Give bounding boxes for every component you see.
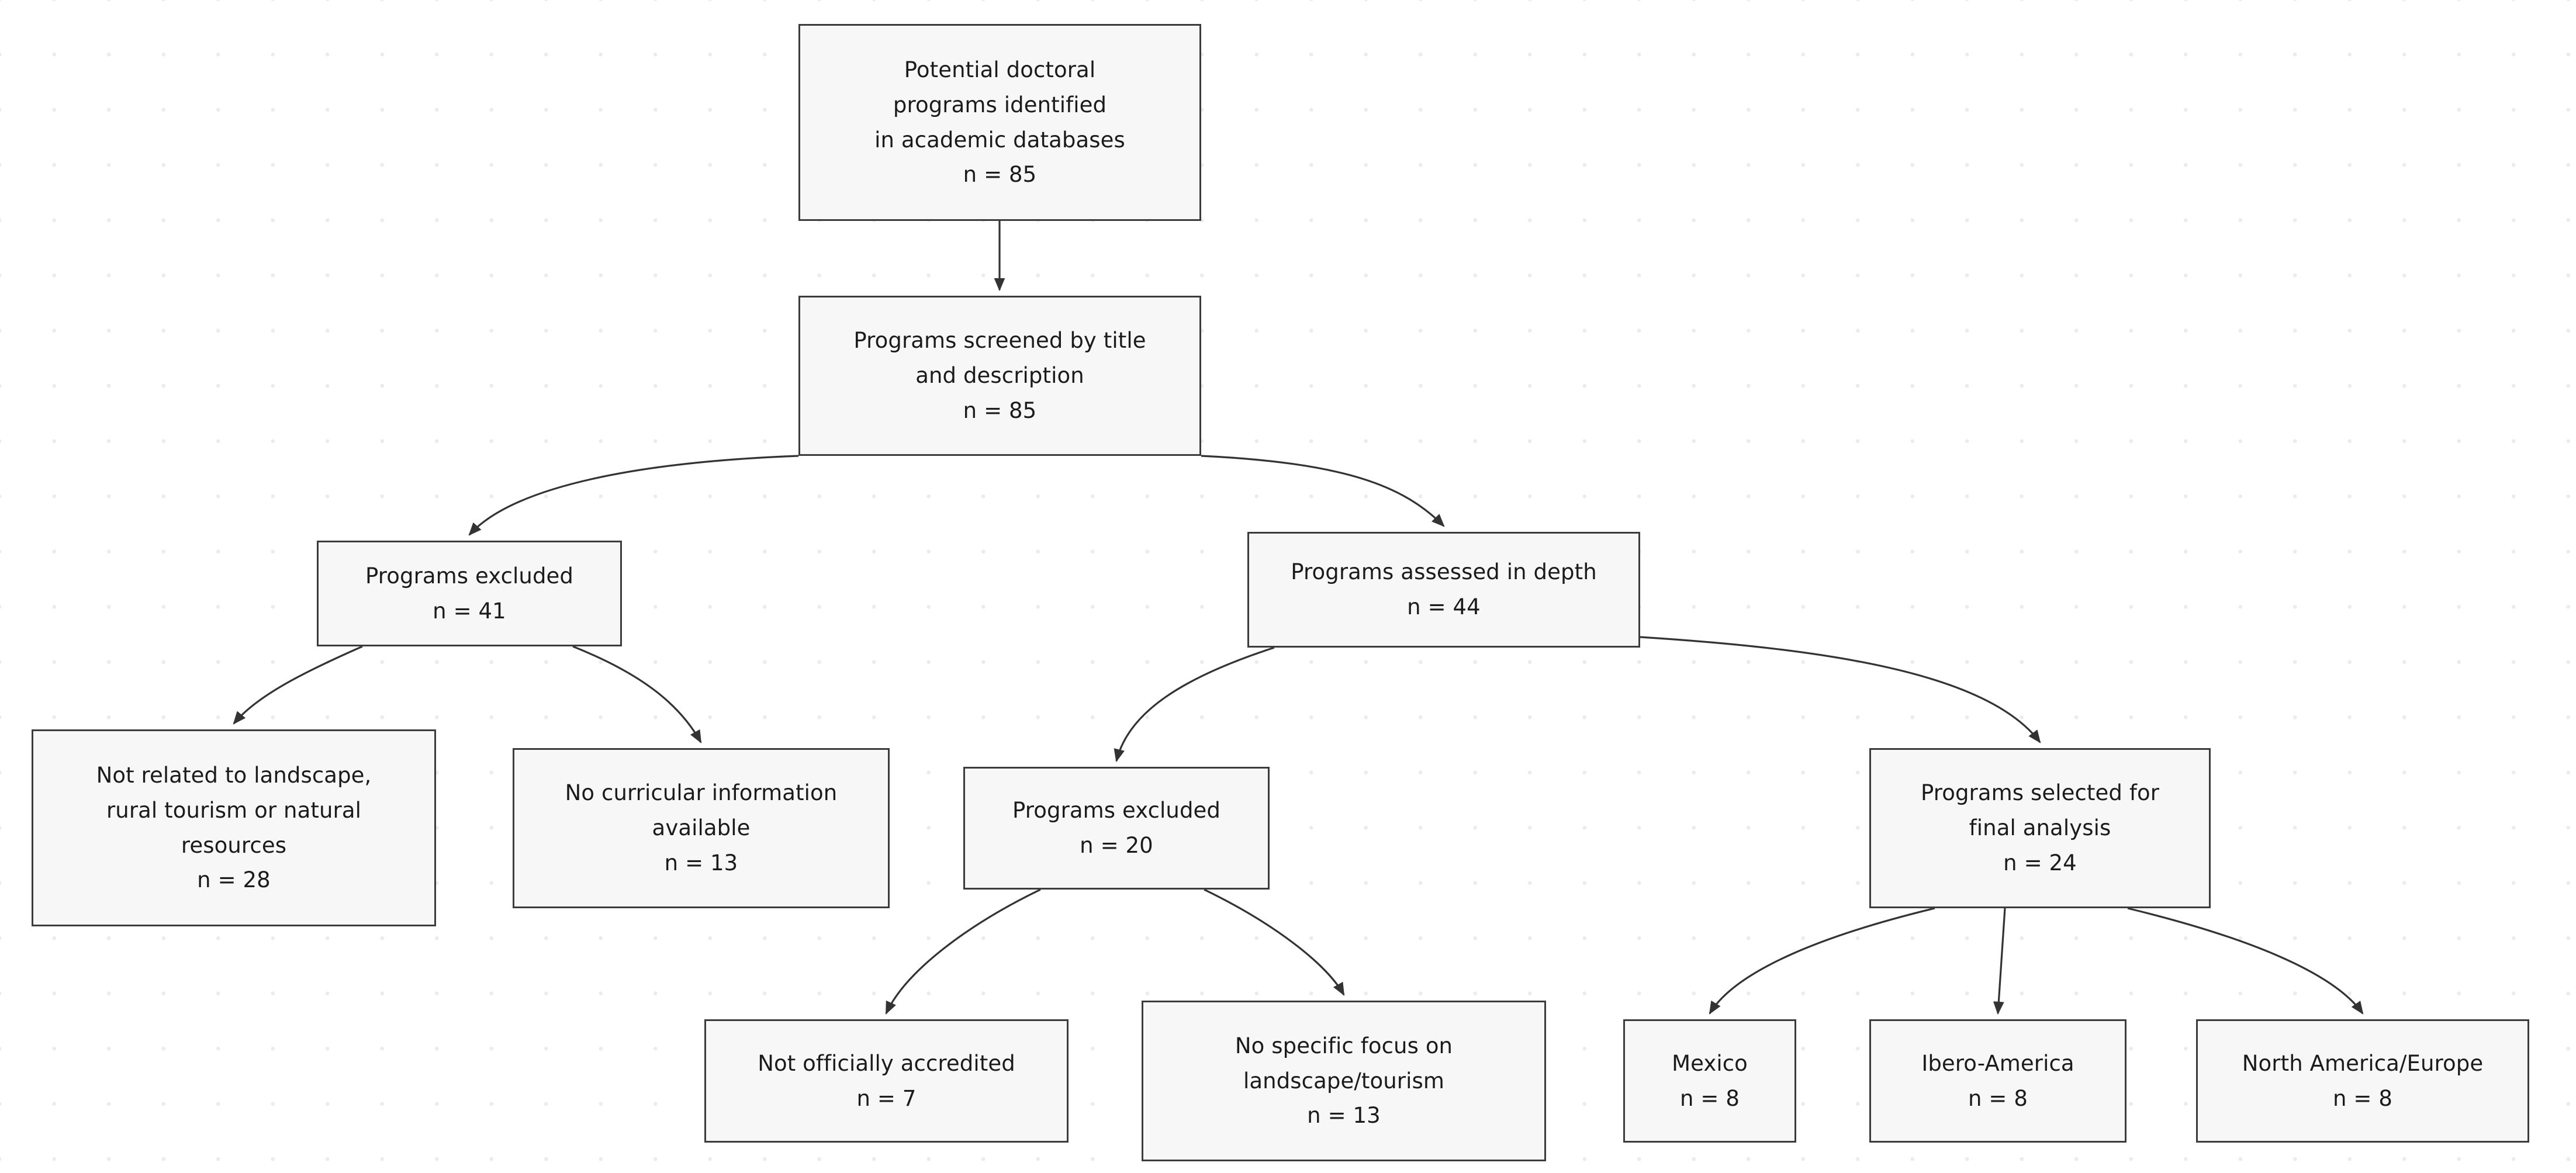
edge-screened-to-excluded <box>468 455 799 536</box>
node-count-label: n = 13 <box>664 850 738 876</box>
edge-excluded-assessment-to-not-accredited <box>885 888 1041 1015</box>
node-count-label: n = 85 <box>963 162 1037 188</box>
node-text-line: in academic databases <box>874 127 1125 153</box>
edge-selected-to-ibero-america <box>1993 908 2006 1015</box>
node-potential-doctoral-programs-identified[interactable]: Potential doctoral programs identified in … <box>798 24 1201 221</box>
node-count-label: n = 41 <box>433 598 506 624</box>
node-text-line: No specific focus on <box>1235 1033 1453 1058</box>
edge-excluded-to-no-curricular <box>572 645 702 743</box>
node-no-specific-focus-on-landscape-tourism[interactable]: No specific focus on landscape/tourism n =… <box>1142 1001 1546 1161</box>
edge-screened-to-assessed <box>1201 455 1445 527</box>
node-region-ibero-america[interactable]: Ibero-America n = 8 <box>1869 1019 2127 1143</box>
node-text-line: Not officially accredited <box>758 1050 1015 1076</box>
node-not-related-to-landscape-rural-tourism-or-natural-resources[interactable]: Not related to landscape, rural tourism o… <box>32 729 436 926</box>
node-text-line: Programs excluded <box>365 563 574 589</box>
node-count-label: n = 24 <box>2003 850 2077 876</box>
node-text-line: resources <box>181 832 287 858</box>
edge-excluded-to-not-related <box>233 645 363 725</box>
node-region-north-america-europe[interactable]: North America/Europe n = 8 <box>2196 1019 2529 1143</box>
edge-selected-to-north-america-europe <box>2127 907 2364 1015</box>
node-text-line: Programs selected for <box>1920 780 2160 806</box>
node-count-label: n = 8 <box>1968 1085 2028 1111</box>
node-text-line: landscape/tourism <box>1243 1068 1444 1094</box>
node-text-line: Programs screened by title <box>853 328 1146 354</box>
node-programs-excluded-assessment[interactable]: Programs excluded n = 20 <box>963 767 1270 890</box>
node-no-curricular-information-available[interactable]: No curricular information available n = 13 <box>513 748 890 908</box>
node-count-label: n = 13 <box>1307 1103 1381 1129</box>
node-text-line: Programs assessed in depth <box>1291 559 1597 585</box>
node-programs-excluded-screening[interactable]: Programs excluded n = 41 <box>317 541 622 646</box>
node-not-officially-accredited[interactable]: Not officially accredited n = 7 <box>704 1019 1069 1143</box>
node-count-label: n = 20 <box>1080 833 1153 858</box>
node-text-line: rural tourism or natural <box>106 797 361 823</box>
edge-assessed-to-selected <box>1640 636 2041 743</box>
node-text-line: Potential doctoral <box>904 57 1096 82</box>
node-programs-screened-by-title-and-description[interactable]: Programs screened by title and descriptio… <box>798 296 1201 456</box>
node-text-line: Programs excluded <box>1012 798 1221 823</box>
node-text-line: Mexico <box>1672 1050 1748 1076</box>
node-text-line: available <box>652 815 751 841</box>
node-text-line: Ibero-America <box>1921 1050 2074 1076</box>
node-count-label: n = 7 <box>856 1085 917 1111</box>
node-count-label: n = 8 <box>2332 1085 2392 1111</box>
node-programs-assessed-in-depth[interactable]: Programs assessed in depth n = 44 <box>1247 532 1640 648</box>
node-text-line: North America/Europe <box>2242 1050 2484 1076</box>
node-text-line: No curricular information <box>565 780 838 806</box>
node-count-label: n = 8 <box>1679 1085 1740 1111</box>
edge-selected-to-mexico <box>1709 907 1935 1015</box>
node-count-label: n = 44 <box>1407 594 1481 620</box>
edge-excluded-assessment-to-no-focus <box>1204 888 1345 996</box>
node-text-line: final analysis <box>1969 815 2111 841</box>
node-text-line: programs identified <box>893 92 1107 117</box>
node-count-label: n = 85 <box>963 397 1037 423</box>
node-programs-selected-for-final-analysis[interactable]: Programs selected for final analysis n = 2… <box>1869 748 2211 908</box>
node-region-mexico[interactable]: Mexico n = 8 <box>1623 1019 1796 1143</box>
edge-assessed-to-excluded-assessment <box>1114 646 1275 763</box>
node-text-line: and description <box>915 363 1084 389</box>
node-count-label: n = 28 <box>197 867 271 893</box>
node-text-line: Not related to landscape, <box>96 762 372 788</box>
